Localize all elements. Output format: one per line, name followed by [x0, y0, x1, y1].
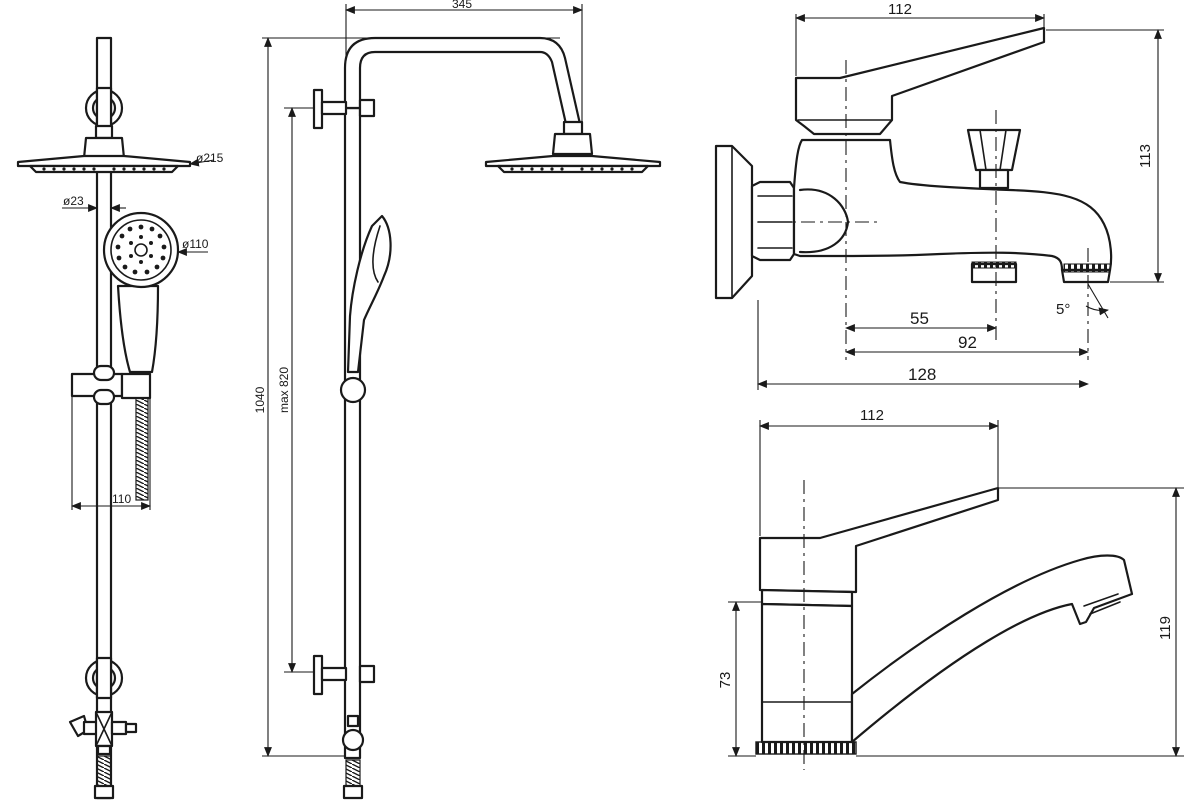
- diverter-valve: [68, 710, 138, 800]
- side-rail-pipe: [343, 106, 362, 760]
- side-top-mount: [312, 88, 376, 130]
- rail-max-label: max 820: [277, 367, 291, 413]
- bath-lever: [794, 26, 1046, 136]
- holder-width-label: 110: [112, 492, 131, 506]
- overhead-shower-head: [16, 154, 192, 174]
- basin-body: [760, 602, 854, 744]
- rail-diameter-label: ø23: [63, 194, 84, 208]
- basin-base: [755, 741, 857, 755]
- basin-height-label: 119: [1157, 616, 1174, 640]
- bath-d128-label: 128: [908, 365, 936, 384]
- basin-lever-label: 112: [860, 407, 884, 424]
- side-shower-head: [484, 154, 662, 174]
- bath-d55-label: 55: [910, 309, 929, 328]
- top-wall-bracket: [84, 86, 124, 130]
- hand-shower: [102, 211, 180, 374]
- wall-flange: [714, 144, 754, 300]
- bath-height-label: 113: [1137, 144, 1154, 168]
- bath-mixer-view: 112 113 5° 55 92 128: [714, 1, 1164, 390]
- hand-diameter-label: ø110: [182, 237, 209, 251]
- shower-width-label: 345: [452, 0, 472, 11]
- basin-body-label: 73: [717, 672, 734, 689]
- bottom-wall-bracket: [84, 656, 124, 700]
- overhead-arm: [343, 36, 582, 126]
- slider-holder: [70, 364, 152, 501]
- bath-angle-label: 5°: [1056, 301, 1070, 318]
- side-bottom-mount: [312, 654, 376, 696]
- shower-height-label: 1040: [253, 386, 267, 413]
- basin-mixer-view: 112 119 73: [717, 407, 1184, 770]
- shower-side-view: 345 1040 max 820: [253, 0, 662, 800]
- diverter-knob: [966, 128, 1022, 172]
- bath-d92-label: 92: [958, 333, 977, 352]
- basin-spout: [850, 554, 1134, 744]
- basin-lever: [758, 486, 1000, 594]
- shower-front-view: ø215 ø23 ø110: [16, 36, 224, 800]
- head-diameter-label: ø215: [196, 151, 224, 165]
- mixer-body: [792, 138, 1113, 272]
- side-hand-shower: [339, 214, 392, 404]
- bath-lever-label: 112: [888, 1, 912, 18]
- side-diverter: [341, 714, 365, 800]
